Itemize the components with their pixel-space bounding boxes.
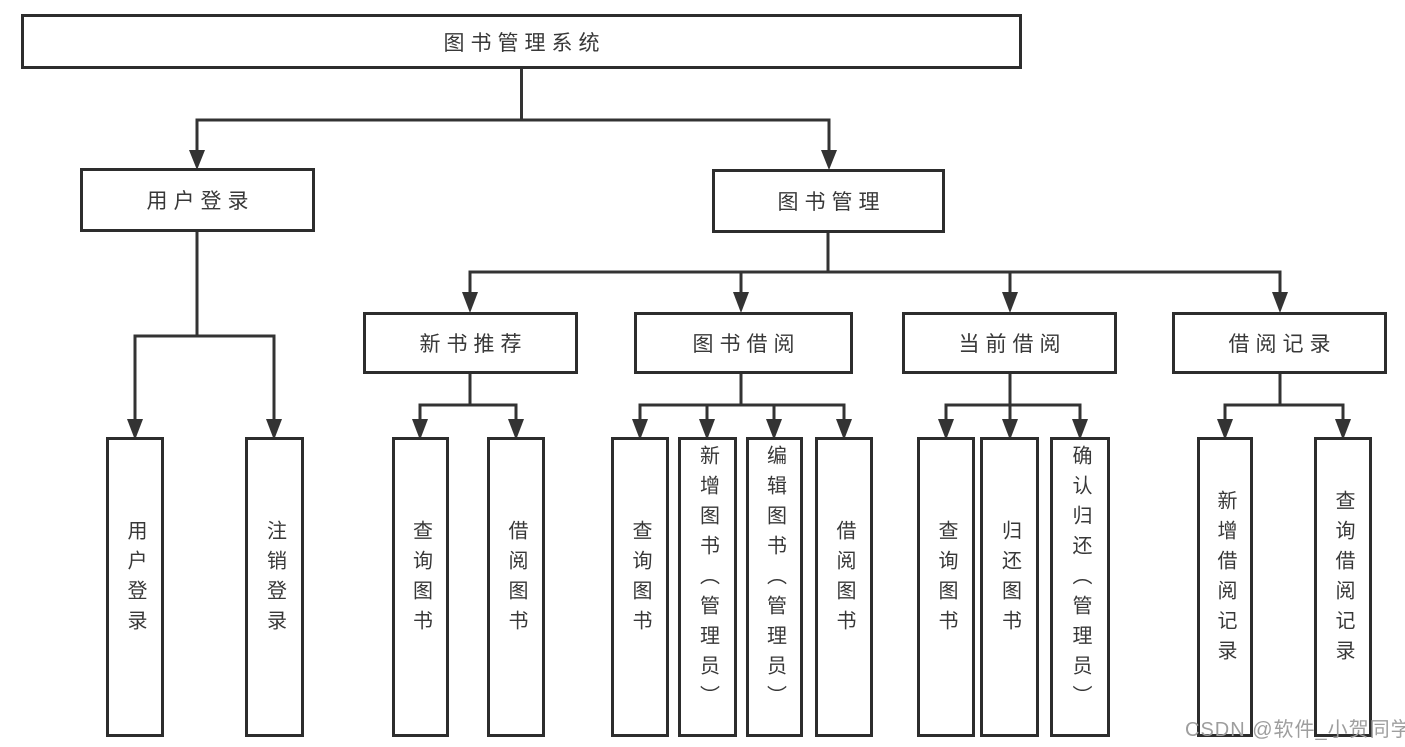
leaf-rec-borrow-books: 借阅图书 (487, 437, 545, 737)
leaf-add-borrow-record-label: 新增借阅记录 (1214, 490, 1236, 670)
node-book-borrow-label: 图书借阅 (692, 333, 801, 356)
leaf-current-query-books: 查询图书 (917, 437, 975, 737)
leaf-edit-book-admin-label: 编辑图书（管理员） (763, 445, 786, 715)
leaf-rec-borrow-books-label: 借阅图书 (505, 520, 527, 640)
leaf-return-books: 归还图书 (980, 437, 1039, 737)
leaf-edit-book-admin: 编辑图书（管理员） (746, 437, 803, 737)
node-new-book-rec: 新书推荐 (363, 312, 578, 374)
leaf-add-book-admin: 新增图书（管理员） (678, 437, 737, 737)
leaf-borrow-borrow-books: 借阅图书 (815, 437, 873, 737)
node-borrow-records-label: 借阅记录 (1228, 333, 1337, 356)
node-root: 图书管理系统 (21, 14, 1022, 69)
leaf-query-borrow-record-label: 查询借阅记录 (1332, 490, 1354, 670)
node-new-book-rec-label: 新书推荐 (419, 333, 528, 356)
leaf-user-login: 用户登录 (106, 437, 164, 737)
leaf-borrow-borrow-books-label: 借阅图书 (833, 520, 855, 640)
node-root-label: 图书管理系统 (443, 31, 606, 55)
leaf-add-book-admin-label: 新增图书（管理员） (696, 445, 719, 715)
node-user-login-branch-label: 用户登录 (146, 190, 255, 213)
leaf-confirm-return-admin-label: 确认归还（管理员） (1069, 445, 1091, 715)
leaf-borrow-query-books-label: 查询图书 (629, 520, 651, 640)
node-book-borrow: 图书借阅 (634, 312, 853, 374)
node-book-mgmt-branch: 图书管理 (712, 169, 945, 233)
leaf-user-login-label: 用户登录 (124, 520, 146, 640)
leaf-query-borrow-record: 查询借阅记录 (1314, 437, 1372, 737)
leaf-logout-label: 注销登录 (263, 520, 286, 640)
leaf-borrow-query-books: 查询图书 (611, 437, 669, 737)
leaf-current-query-books-label: 查询图书 (935, 520, 957, 640)
node-current-borrow-label: 当前借阅 (958, 333, 1067, 356)
csdn-watermark: CSDN @软件_小贺同学 (1185, 719, 1405, 741)
leaf-logout: 注销登录 (245, 437, 304, 737)
leaf-rec-query-books: 查询图书 (392, 437, 449, 737)
leaf-add-borrow-record: 新增借阅记录 (1197, 437, 1253, 737)
node-current-borrow: 当前借阅 (902, 312, 1117, 374)
node-borrow-records: 借阅记录 (1172, 312, 1387, 374)
node-user-login-branch: 用户登录 (80, 168, 315, 232)
leaf-return-books-label: 归还图书 (998, 520, 1021, 640)
leaf-rec-query-books-label: 查询图书 (409, 520, 432, 640)
node-book-mgmt-branch-label: 图书管理 (777, 191, 886, 214)
leaf-confirm-return-admin: 确认归还（管理员） (1050, 437, 1110, 737)
